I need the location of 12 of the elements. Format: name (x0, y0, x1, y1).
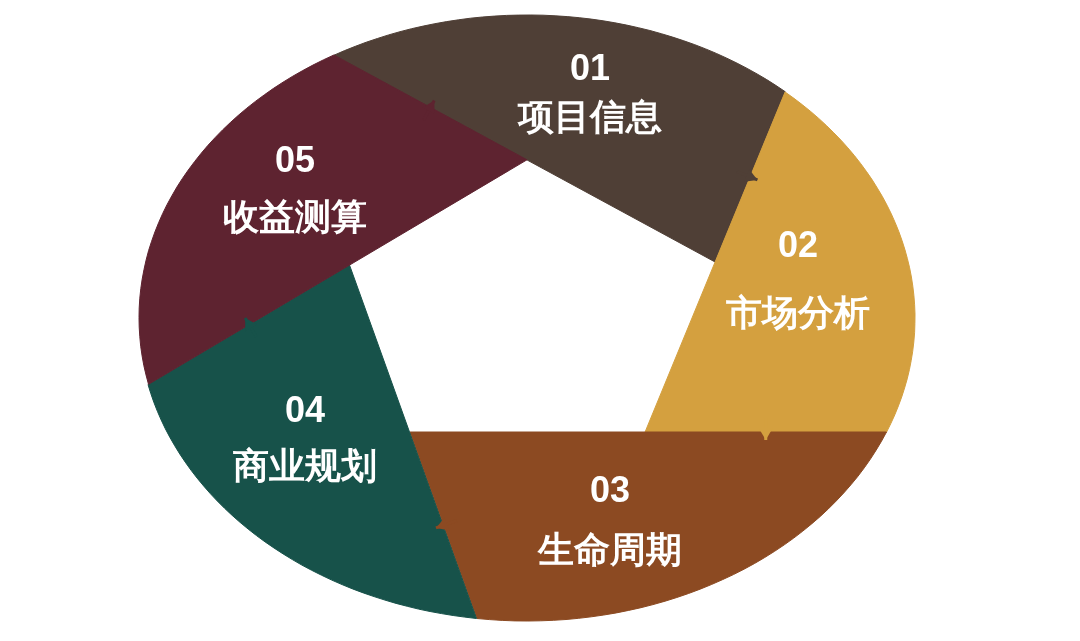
step-number: 04 (284, 389, 325, 431)
step-number: 01 (569, 47, 610, 89)
step-title: 项目信息 (518, 94, 662, 139)
cycle-segment (148, 265, 477, 619)
step-title: 收益测算 (223, 194, 367, 239)
step-number: 03 (590, 469, 630, 511)
cycle-segment (410, 432, 887, 621)
step-number: 02 (778, 224, 818, 266)
step-number: 05 (274, 139, 315, 181)
step-title: 生命周期 (538, 527, 682, 572)
step-title: 市场分析 (726, 290, 870, 335)
step-title: 商业规划 (233, 443, 377, 488)
